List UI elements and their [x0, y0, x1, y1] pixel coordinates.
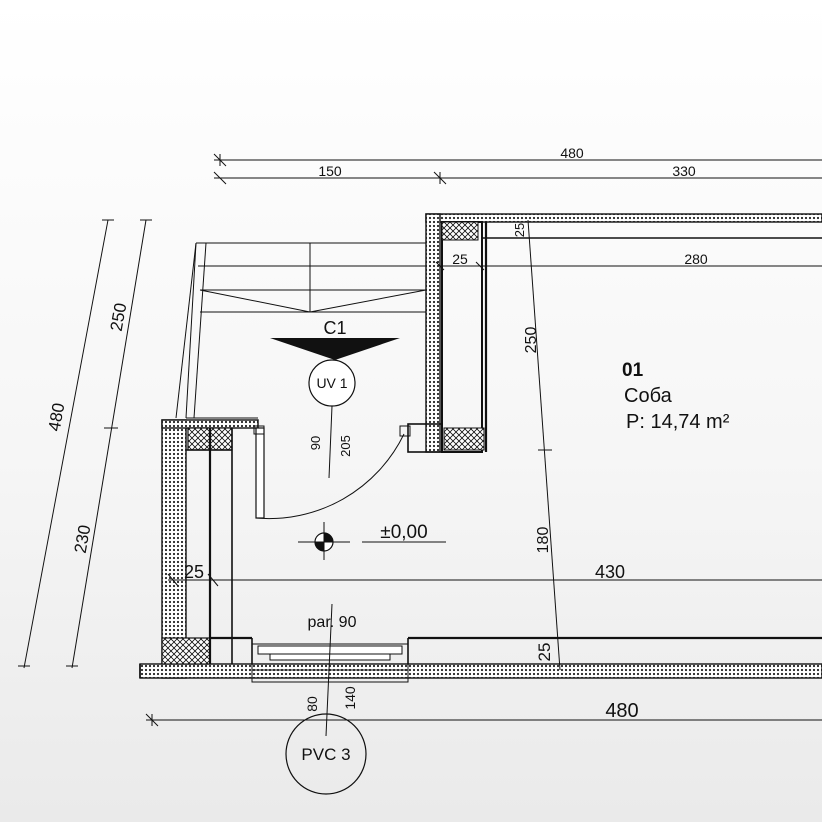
- dim-interior-25-right: 25: [452, 251, 468, 267]
- upper-short-wall: [161, 419, 259, 429]
- bottom-wall: [139, 663, 822, 679]
- dim-width-430: 430: [595, 562, 625, 582]
- room-number: 01: [622, 360, 644, 381]
- hatch-block-lower: [161, 637, 211, 665]
- upper-left-wall: [425, 213, 441, 453]
- partition-hatch-top: [441, 221, 479, 241]
- wall-corner: [407, 423, 443, 453]
- room-name: Соба: [624, 385, 673, 407]
- dimension-lines: 480 150 330 480 250 230 25 280 25 250 18…: [18, 145, 822, 727]
- stair-direction-arrow: [270, 338, 400, 360]
- dim-interior-280: 280: [684, 251, 708, 267]
- level-marker: ±0,00: [298, 522, 446, 560]
- dim-interior-25-top: 25: [512, 223, 527, 237]
- window-width-label: 80: [304, 696, 320, 712]
- dim-left-lower: 230: [71, 523, 95, 554]
- door-height-label: 205: [338, 435, 353, 457]
- door-tag-text: UV 1: [316, 375, 347, 391]
- door: [253, 425, 411, 520]
- dim-left-wall-25: 25: [184, 562, 204, 582]
- dim-interior-180: 180: [535, 527, 552, 554]
- partition-hatch-bottom: [443, 427, 485, 451]
- window: par. 90 80 140 PVC 3: [251, 603, 409, 795]
- walls: [139, 213, 822, 679]
- parapet-label: par. 90: [308, 614, 357, 631]
- door-tag: UV 1 90 205: [308, 359, 356, 479]
- dim-bottom-total: 480: [605, 700, 638, 722]
- door-width-label: 90: [308, 436, 323, 450]
- top-wall: [425, 213, 822, 223]
- dim-top-right: 330: [672, 163, 696, 179]
- dim-left-total: 480: [45, 401, 69, 432]
- room-area: P: 14,74 m²: [626, 411, 730, 433]
- window-tag-text: PVC 3: [301, 745, 350, 764]
- dim-interior-25-bottom: 25: [535, 643, 554, 662]
- level-label: ±0,00: [380, 522, 427, 543]
- stair: C1: [175, 242, 427, 419]
- window-height-label: 140: [342, 686, 358, 710]
- dim-top-total: 480: [560, 145, 584, 161]
- door-leaf: [255, 427, 265, 519]
- dim-top-left: 150: [318, 163, 342, 179]
- dim-left-upper: 250: [107, 301, 131, 332]
- window-tag-circle: [285, 713, 367, 795]
- stair-label: C1: [323, 318, 346, 338]
- door-swing-arc: [255, 433, 405, 520]
- dim-interior-250: 250: [523, 327, 540, 354]
- room-label: 01 Соба P: 14,74 m²: [622, 360, 730, 433]
